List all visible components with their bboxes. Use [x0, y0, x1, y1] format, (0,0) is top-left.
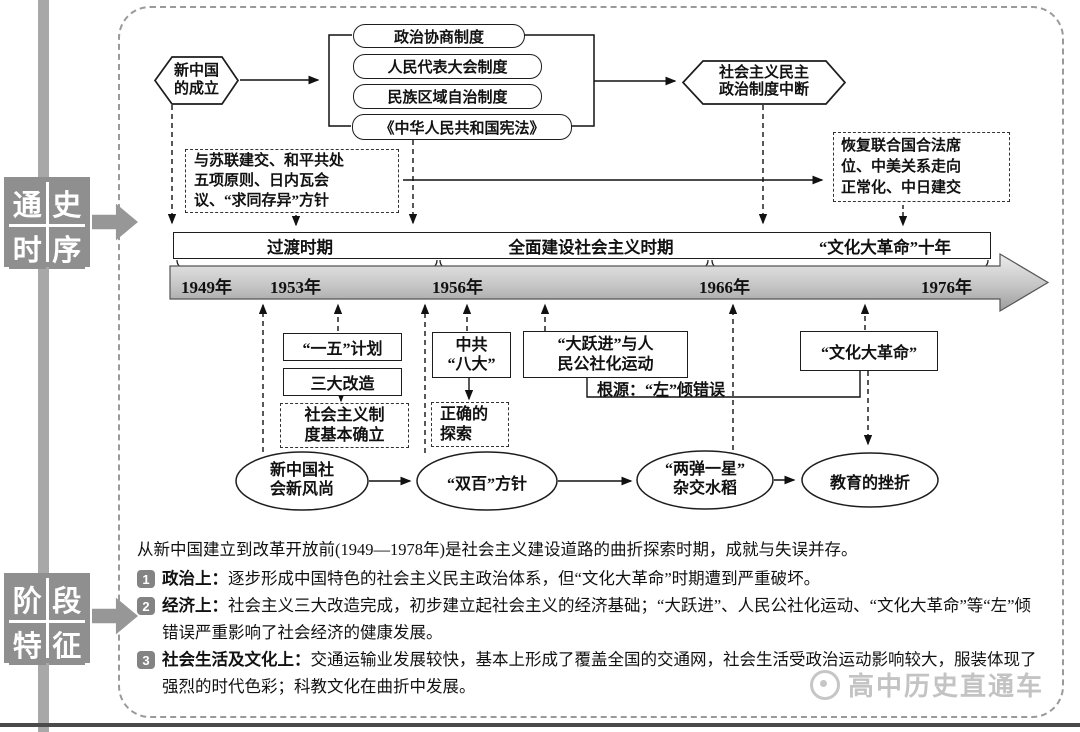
- year-1953: 1953年: [270, 278, 321, 297]
- summary-item-label: 社会生活及文化上：: [162, 650, 311, 669]
- item-number-badge: 3: [137, 651, 155, 669]
- interruption-hexagon-label: 社会主义民主 政治制度中断: [689, 65, 839, 99]
- summary-item-label: 经济上：: [162, 596, 228, 615]
- watermark-icon-dot: [820, 679, 827, 687]
- two-bombs-ellipse: [636, 450, 774, 510]
- three-transformations-box: 三大改造: [283, 368, 402, 396]
- summary-intro: 从新中国建立到改革开放前(1949—1978年)是社会主义建设道路的曲折探索时期…: [137, 540, 858, 559]
- institution-box-constitution: 《中华人民共和国宪法》: [352, 114, 572, 140]
- label-line: 度基本确立: [304, 426, 385, 444]
- founding-hexagon-label: 新中国 的成立: [155, 62, 238, 98]
- seal-char: 段: [48, 578, 85, 620]
- summary-block: 从新中国建立到改革开放前(1949—1978年)是社会主义建设道路的曲折探索时期…: [137, 538, 1045, 700]
- period-bar: [173, 232, 991, 259]
- summary-item-text: 社会生活及文化上：交通运输业发展较快，基本上形成了覆盖全国的交通网，社会生活受政…: [162, 646, 1045, 700]
- label-line: 会新风尚: [269, 481, 334, 498]
- seal-char: 特: [9, 623, 46, 665]
- label-line: “两弹一星”: [664, 461, 745, 478]
- education-ellipse: [801, 452, 939, 508]
- period-label-cultural-revolution: “文化大革命”十年: [819, 238, 951, 257]
- great-leap-box: “大跃进”与人 民公社化运动: [523, 331, 688, 378]
- seal-char: 通: [9, 182, 46, 224]
- dashed-frame: [118, 6, 1064, 718]
- year-1949: 1949年: [181, 278, 232, 297]
- item-number-badge: 1: [137, 570, 155, 588]
- institution-box-peoples-congress: 人民代表大会制度: [353, 54, 542, 79]
- watermark-icon: [810, 669, 840, 700]
- seal-char: 序: [48, 227, 85, 269]
- two-bombs-label: “两弹一星” 杂交水稻: [637, 460, 773, 498]
- seal-grid: 阶 段 特 征: [7, 576, 87, 665]
- label-line: 中共: [455, 337, 488, 354]
- root-cause-label: 根源：“左”倾错误: [597, 382, 726, 399]
- diplomacy-1970s-box: 恢复联合国合法席 位、中美关系走向 正常化、中日建交: [833, 132, 1010, 202]
- summary-item-body: 社会主义三大改造完成，初步建立起社会主义的经济基础；“大跃进”、人民公社化运动、…: [162, 596, 1031, 642]
- bottom-edge-line: [0, 723, 1080, 727]
- root-cause-bracket: [586, 371, 861, 398]
- cultural-revolution-box: “文化大革命”: [800, 331, 938, 371]
- summary-item-label: 政治上：: [162, 569, 228, 588]
- label-line: 正确的: [440, 405, 489, 423]
- left-rail-bar: [38, 0, 49, 732]
- founding-hexagon-shape: [153, 56, 240, 105]
- socialist-system-box: 社会主义制 度基本确立: [280, 403, 409, 448]
- eighth-congress-box: 中共 “八大”: [432, 332, 511, 378]
- label-line: 恢复联合国合法席: [841, 137, 962, 154]
- double-hundred-label: “双百”方针: [446, 476, 527, 493]
- label-line: 五项原则、日内瓦会: [194, 173, 330, 189]
- seal-tongshi-shixu: 通 史 时 序: [4, 177, 90, 269]
- summary-item-body: 逐步形成中国特色的社会主义民主政治体系，但“文化大革命”时期遭到严重破坏。: [228, 569, 821, 588]
- diplomacy-1950s-box: 与苏联建交、和平共处 五项原则、日内瓦会 议、“求同存异”方针: [185, 149, 399, 213]
- label-line: 民公社化运动: [557, 355, 654, 373]
- label-line: 新中国: [173, 63, 219, 79]
- institution-box-political-consultation: 政治协商制度: [353, 24, 525, 48]
- new-customs-label: 新中国社 会新风尚: [236, 461, 368, 499]
- summary-item-text: 经济上：社会主义三大改造完成，初步建立起社会主义的经济基础；“大跃进”、人民公社…: [162, 592, 1045, 646]
- watermark: 高中历史直通车: [810, 666, 1044, 703]
- bracket-left: [328, 34, 352, 127]
- double-hundred-ellipse: [416, 451, 558, 511]
- label-line: 政治制度中断: [718, 82, 809, 98]
- interruption-hexagon-shape: [681, 60, 847, 105]
- label-line: 新中国社: [269, 462, 334, 479]
- seal-char: 史: [48, 182, 85, 224]
- label-line: “八大”: [447, 356, 496, 373]
- year-1966: 1966年: [699, 278, 750, 297]
- seal-char: 阶: [9, 578, 46, 620]
- timeline-arrow: [169, 252, 1050, 313]
- summary-item-economy: 2 经济上：社会主义三大改造完成，初步建立起社会主义的经济基础；“大跃进”、人民…: [137, 592, 1045, 646]
- summary-item-politics: 1 政治上：逐步形成中国特色的社会主义民主政治体系，但“文化大革命”时期遭到严重…: [137, 565, 1045, 592]
- label-line: 位、中美关系走向: [841, 158, 962, 175]
- period-label-transition: 过渡时期: [267, 238, 333, 257]
- correct-exploration-box: 正确的 探索: [431, 402, 509, 447]
- label-line: 正常化、中日建交: [841, 179, 962, 196]
- seal-char: 征: [48, 623, 85, 665]
- label-line: 探索: [440, 425, 473, 443]
- institution-box-regional-autonomy: 民族区域自治制度: [353, 84, 542, 109]
- summary-item-text: 政治上：逐步形成中国特色的社会主义民主政治体系，但“文化大革命”时期遭到严重破坏…: [162, 565, 820, 592]
- label-line: 议、“求同存异”方针: [194, 193, 330, 209]
- seal-char: 时: [9, 227, 46, 269]
- seal-jieduan-tezheng: 阶 段 特 征: [4, 573, 90, 665]
- watermark-text: 高中历史直通车: [848, 672, 1045, 701]
- label-line: 社会主义制: [304, 406, 385, 424]
- period-label-construction: 全面建设社会主义时期: [508, 238, 674, 257]
- label-line: 杂交水稻: [672, 480, 737, 497]
- label-line: 与苏联建交、和平共处: [194, 153, 345, 169]
- summary-item-body: 交通运输业发展较快，基本上形成了覆盖全国的交通网，社会生活受政治运动影响较大，服…: [162, 650, 1037, 696]
- five-year-plan-box: “一五”计划: [283, 333, 402, 361]
- seal-grid: 通 史 时 序: [7, 180, 87, 269]
- label-line: 社会主义民主: [718, 65, 809, 81]
- education-setback-label: 教育的挫折: [829, 475, 910, 492]
- item-number-badge: 2: [137, 597, 155, 615]
- bracket-right: [523, 34, 595, 127]
- summary-item-society-culture: 3 社会生活及文化上：交通运输业发展较快，基本上形成了覆盖全国的交通网，社会生活…: [137, 646, 1045, 700]
- year-1976: 1976年: [921, 278, 972, 297]
- new-customs-ellipse: [235, 451, 369, 511]
- label-line: “大跃进”与人: [557, 335, 654, 353]
- label-line: 的成立: [173, 81, 219, 97]
- year-1956: 1956年: [432, 278, 483, 297]
